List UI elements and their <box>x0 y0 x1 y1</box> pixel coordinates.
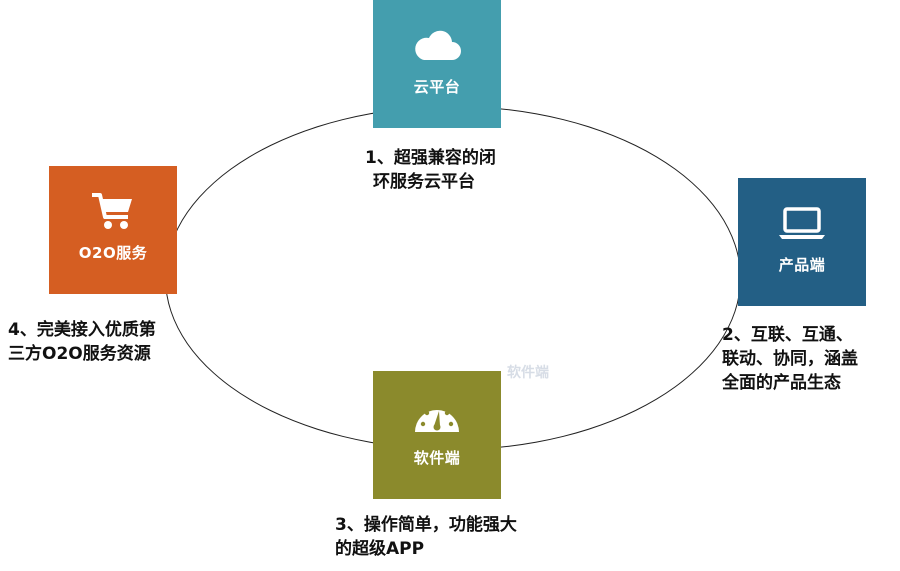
product-desc-line-2: 联动、协同，涵盖 <box>722 349 858 369</box>
cloud-desc-line-1: 1、超强兼容的闭 <box>365 148 496 168</box>
faded-software-label: 软件端 <box>507 365 549 381</box>
product-desc-line-3: 全面的产品生态 <box>722 373 841 393</box>
gauge-icon <box>412 393 462 439</box>
cloud-platform-tile: 云平台 <box>373 0 501 128</box>
o2o-desc-line-2: 三方O2O服务资源 <box>8 344 151 364</box>
software-tile: 软件端 <box>373 371 501 499</box>
software-desc-line-2: 的超级APP <box>335 539 425 559</box>
software-description: 3、操作简单，功能强大 的超级APP <box>335 513 517 561</box>
product-desc-line-1: 2、互联、互通、 <box>722 325 853 345</box>
software-label: 软件端 <box>413 449 461 467</box>
product-label: 产品端 <box>778 256 826 274</box>
o2o-desc-line-1: 4、完美接入优质第 <box>8 320 156 340</box>
product-description: 2、互联、互通、 联动、协同，涵盖 全面的产品生态 <box>722 323 858 395</box>
o2o-service-tile: O2O服务 <box>49 166 177 294</box>
cloud-platform-label: 云平台 <box>413 78 461 96</box>
cloud-platform-description: 1、超强兼容的闭 环服务云平台 <box>365 146 496 194</box>
cloud-desc-line-2: 环服务云平台 <box>373 172 475 192</box>
cart-icon <box>90 188 136 234</box>
o2o-service-label: O2O服务 <box>78 244 148 262</box>
cloud-icon <box>412 22 462 68</box>
software-desc-line-1: 3、操作简单，功能强大 <box>335 515 517 535</box>
o2o-description: 4、完美接入优质第 三方O2O服务资源 <box>8 318 156 366</box>
laptop-icon <box>776 200 828 246</box>
product-tile: 产品端 <box>738 178 866 306</box>
